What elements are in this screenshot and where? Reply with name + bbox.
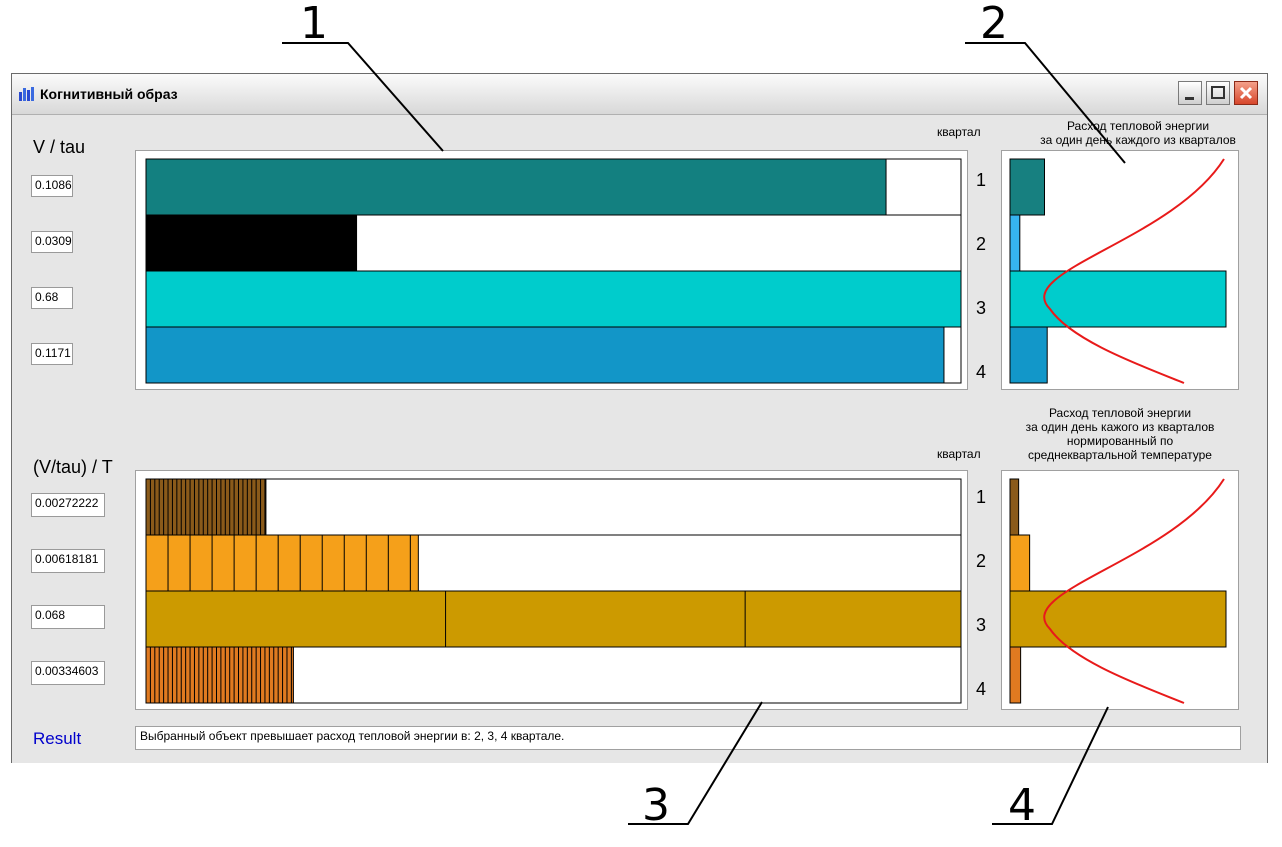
top-quarter-1: 1 (976, 170, 987, 190)
top-value-field-2[interactable]: 0.0309 (31, 231, 73, 253)
top-quarter-2: 2 (976, 234, 987, 254)
top-section-label: V / tau (33, 137, 86, 157)
top-side-bar-1 (1009, 158, 1045, 216)
top-side-title-line-1: Расход тепловой энергии (1066, 119, 1210, 133)
top-kvartal-label: квартал (937, 125, 981, 139)
bottom-value-field-3[interactable]: 0.068 (31, 605, 105, 629)
top-main-bar-1 (145, 158, 887, 216)
bottom-main-chart (135, 470, 968, 710)
app-icon (19, 87, 34, 101)
bottom-main-bar-3 (145, 590, 962, 648)
maximize-icon (1211, 86, 1225, 99)
bottom-section-label: (V/tau) / T (33, 457, 113, 477)
bottom-side-temperature-curve (1043, 478, 1225, 704)
minimize-icon (1185, 97, 1194, 100)
bottom-quarter-1: 1 (976, 487, 987, 507)
bottom-side-title-line-1: Расход тепловой энергии (1048, 406, 1192, 420)
result-label: Result (33, 729, 82, 748)
bottom-value-field-1[interactable]: 0.00272222 (31, 493, 105, 517)
top-main-bar-4 (145, 326, 945, 384)
bottom-quarter-4: 4 (976, 679, 987, 699)
bottom-side-title: Расход тепловой энергии за один день каж… (1000, 406, 1240, 462)
bottom-value-field-2[interactable]: 0.00618181 (31, 549, 105, 573)
bottom-main-row-bg-1 (145, 478, 962, 536)
top-main-bar-3 (145, 270, 962, 328)
bottom-main-bar-4 (145, 646, 294, 704)
top-side-bar-3 (1009, 270, 1227, 328)
bottom-kvartal-label: квартал (937, 447, 981, 461)
close-button[interactable] (1234, 81, 1258, 105)
bottom-main-bar-2 (145, 534, 419, 592)
callout-1: 1 (300, 0, 328, 49)
callout-2: 2 (980, 0, 1008, 49)
bottom-value-field-4[interactable]: 0.00334603 (31, 661, 105, 685)
bottom-side-title-line-4: среднеквартальной температуре (1028, 448, 1212, 462)
bottom-side-chart (1001, 470, 1239, 710)
top-side-bar-4 (1009, 326, 1048, 384)
title-bar[interactable]: Когнитивный образ (12, 74, 1267, 115)
top-value-field-1[interactable]: 0.1086 (31, 175, 73, 197)
top-value-field-3[interactable]: 0.68 (31, 287, 73, 309)
bottom-side-bars (1009, 478, 1227, 704)
result-text-field[interactable]: Выбранный объект превышает расход теплов… (135, 726, 1241, 750)
cognitive-image-window: Когнитивный образ V / tau квартал Расход… (11, 73, 1268, 763)
top-side-title-line-2: за один день каждого из кварталов (1040, 133, 1236, 147)
top-main-bar-2 (145, 214, 358, 272)
callout-4: 4 (1008, 780, 1036, 831)
top-value-field-4[interactable]: 0.1171 (31, 343, 73, 365)
top-side-chart (1001, 150, 1239, 390)
bottom-main-bars (145, 478, 962, 704)
bottom-side-bar-4 (1009, 646, 1022, 704)
top-side-title: Расход тепловой энергии за один день каж… (1030, 119, 1246, 147)
bottom-main-bar-1 (145, 478, 267, 536)
bottom-side-bar-2 (1009, 534, 1031, 592)
bottom-quarter-2: 2 (976, 551, 987, 571)
top-main-chart (135, 150, 968, 390)
bottom-side-bar-1 (1009, 478, 1020, 536)
bottom-side-bar-3 (1009, 590, 1227, 648)
top-quarter-4: 4 (976, 362, 987, 382)
bottom-side-title-line-3: нормированный по (1066, 434, 1174, 448)
top-quarter-3: 3 (976, 298, 987, 318)
minimize-button[interactable] (1178, 81, 1202, 105)
bottom-side-title-line-2: за один день кажого из кварталов (1025, 420, 1215, 434)
top-main-bars (145, 158, 962, 384)
top-side-bar-2 (1009, 214, 1021, 272)
top-side-bars (1009, 158, 1227, 384)
window-title: Когнитивный образ (40, 86, 178, 102)
bottom-quarter-3: 3 (976, 615, 987, 635)
client-area: V / tau квартал Расход тепловой энергии … (12, 115, 1267, 763)
top-side-temperature-curve (1043, 158, 1225, 384)
maximize-button[interactable] (1206, 81, 1230, 105)
callout-3: 3 (642, 780, 670, 831)
close-icon (1239, 86, 1253, 100)
